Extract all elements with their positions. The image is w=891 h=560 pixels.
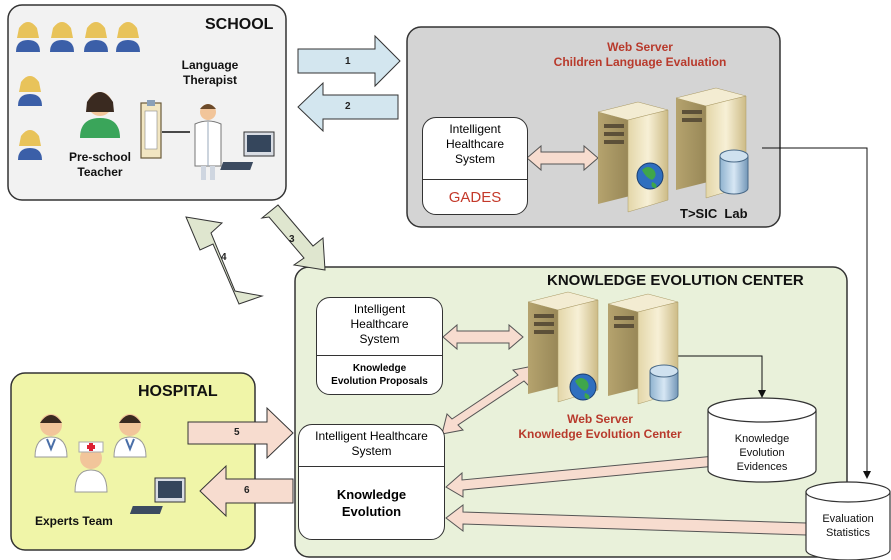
- arrow-5-number: 5: [234, 427, 240, 438]
- connector-kec-to-evidences: [657, 355, 766, 398]
- db-evidences: [707, 397, 817, 483]
- clipboard-icon: [140, 100, 162, 159]
- arrow-4-number: 4: [221, 252, 227, 263]
- database-icon-2: [649, 364, 679, 402]
- lab-label: T>SIC Lab: [680, 206, 748, 221]
- db-statistics-label: Evaluation Statistics: [822, 513, 874, 539]
- ihs-evolution-box: Intelligent Healthcare System Knowledge …: [298, 424, 445, 540]
- arrow-4: [185, 216, 264, 305]
- doctor-icon-1: [34, 414, 68, 458]
- arrow-stats-to-kec: [445, 503, 807, 536]
- web-server-title: Web Server Children Language Evaluation: [553, 40, 727, 69]
- arrow-evidences-to-kec: [445, 455, 717, 498]
- arrow-5: [187, 406, 294, 460]
- computer-icon-hospital: [129, 477, 186, 514]
- db-evidences-label: Knowledge Evolution Evidences: [734, 433, 790, 473]
- globe-icon-1: [636, 162, 664, 190]
- connector-lab-to-stats: [762, 147, 871, 479]
- arrow-3: [260, 204, 326, 271]
- arrow-2: [297, 81, 399, 133]
- teacher-icon: [80, 92, 120, 138]
- arrow-2-number: 2: [345, 101, 351, 112]
- arrow-6: [199, 464, 294, 518]
- therapist-icon: [194, 104, 222, 180]
- ihs-gades-label: Intelligent Healthcare System: [445, 122, 505, 166]
- server-icon-2: [675, 87, 747, 199]
- arrow-1: [297, 34, 401, 88]
- database-icon-1: [719, 149, 749, 195]
- double-arrow-proposals: [442, 323, 524, 351]
- gades-label: GADES: [423, 179, 527, 214]
- ihs-proposals-box: Intelligent Healthcare System Knowledge …: [316, 297, 443, 395]
- kec-server-title: Web Server Knowledge Evolution Center: [518, 412, 682, 441]
- proposals-label: Knowledge Evolution Proposals: [317, 355, 442, 394]
- server-icon-3: [527, 291, 599, 403]
- experts-team-label: Experts Team: [35, 514, 113, 528]
- db-statistics: [805, 481, 891, 560]
- nurse-icon: [74, 441, 108, 493]
- doctor-icon-2: [113, 414, 147, 458]
- ihs-gades-box: Intelligent Healthcare System GADES: [422, 117, 528, 215]
- arrow-6-number: 6: [244, 485, 250, 496]
- ihs-proposals-label: Intelligent Healthcare System: [350, 302, 409, 346]
- computer-icon-school: [220, 131, 275, 170]
- therapist-label: Language Therapist: [181, 58, 239, 87]
- children-icons: [16, 22, 140, 160]
- hospital-box: [10, 372, 256, 551]
- globe-icon-2: [569, 373, 597, 401]
- ihs-evolution-label: Intelligent Healthcare System: [315, 429, 428, 458]
- arrow-1-number: 1: [345, 56, 351, 67]
- hospital-title: HOSPITAL: [138, 383, 218, 400]
- school-title: SCHOOL: [205, 16, 274, 33]
- arrow-3-number: 3: [289, 234, 295, 245]
- evolution-label: Knowledge Evolution: [299, 466, 444, 539]
- server-icon-4: [607, 293, 679, 405]
- server-icon-1: [597, 101, 669, 213]
- teacher-label: Pre-school Teacher: [68, 150, 131, 179]
- kec-title: KNOWLEDGE EVOLUTION CENTER: [547, 272, 804, 289]
